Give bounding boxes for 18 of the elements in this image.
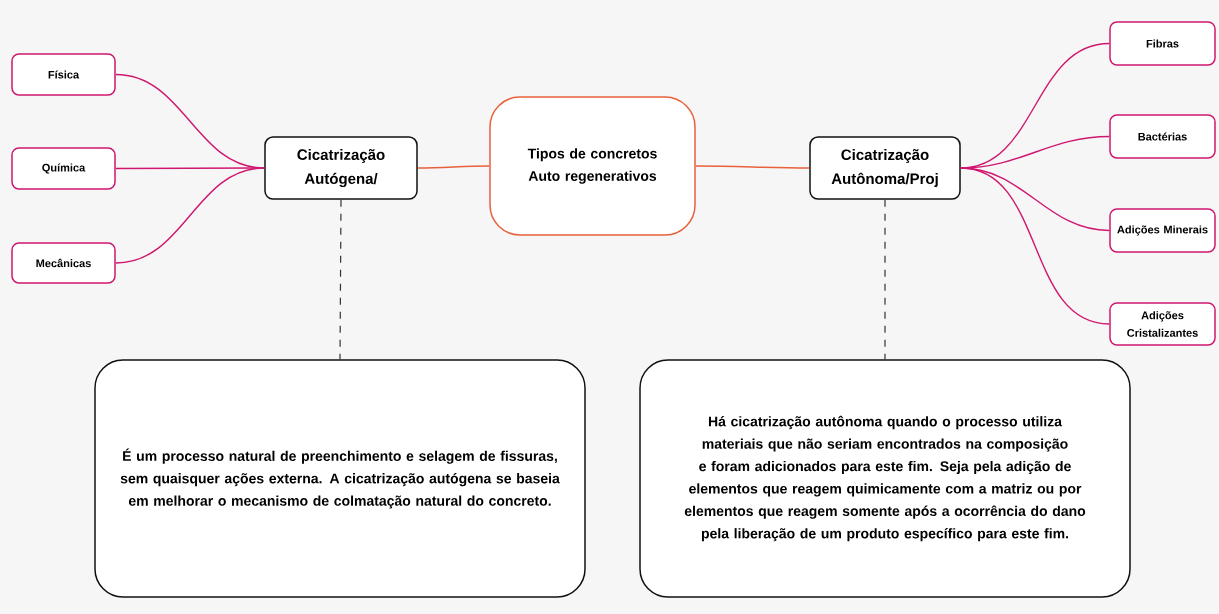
leaf-box: Física [11, 53, 116, 96]
branch-line [115, 167, 265, 264]
leaf-box: Mecânicas [11, 242, 116, 284]
branch-line [695, 165, 810, 169]
connector-line [884, 199, 886, 360]
leaf-box: Bactérias [1109, 114, 1216, 159]
description-box: É um processo natural de preenchimento e selagem de fissuras, sem quaisquer ações externa. A cicatrização autógena se baseia em melhorar o mecanismo de colmatação natural do concreto. [94, 359, 586, 598]
branch-line [960, 167, 1110, 325]
leaf-box: Adições Cristalizantes [1109, 302, 1216, 346]
branch-line [417, 165, 490, 169]
branch-box: Cicatrização Autônoma/Proj [809, 136, 961, 200]
leaf-box: Química [11, 147, 116, 190]
connector-line [339, 199, 342, 360]
branch-box: Cicatrização Autógena/ [264, 136, 418, 200]
leaf-box: Adições Minerais [1109, 208, 1216, 253]
description-box: Há cicatrização autônoma quando o processo utiliza materiais que não seriam encontrados na composição e foram adicionados para este fim. Seja pela adição de elementos que reagem quimicamente com a matriz ou por elementos que reagem somente após a ocorrência do dano pela liberação de um produto específico para este fim. [639, 359, 1131, 598]
leaf-box: Fibras [1109, 21, 1216, 66]
topic-box: Tipos de concretos Auto regenerativos [489, 96, 696, 236]
